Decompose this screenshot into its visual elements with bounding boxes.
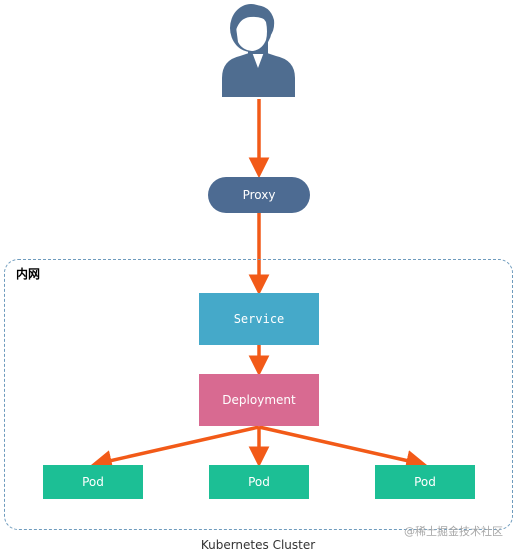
pod-node: Pod [375,465,475,499]
watermark: @稀土掘金技术社区 [404,525,503,538]
deployment-node: Deployment [199,374,319,426]
pod-node: Pod [209,465,309,499]
user-avatar-icon [222,4,295,97]
cluster-label: Kubernetes Cluster [200,538,316,552]
arrow-deployment-to-pod-3 [258,425,428,471]
pod-node: Pod [43,465,143,499]
proxy-node: Proxy [208,177,310,213]
arrow-deployment-to-pod-1 [90,425,260,471]
cluster-boundary [4,259,513,530]
service-node: Service [199,293,319,345]
intranet-label: 内网 [16,267,41,281]
